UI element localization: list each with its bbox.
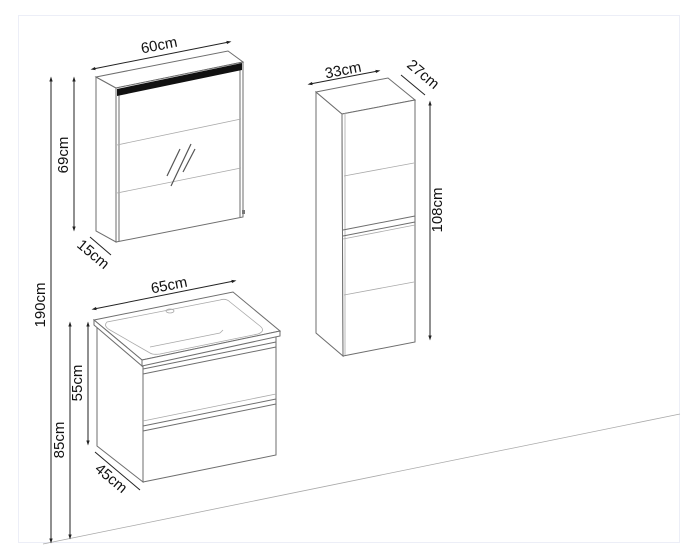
- mirror-cabinet: [94, 50, 245, 243]
- dim-tall-depth: 27cm: [400, 56, 442, 96]
- svg-text:60cm: 60cm: [140, 34, 179, 58]
- vanity-unit: [92, 291, 282, 484]
- svg-text:108cm: 108cm: [429, 187, 446, 232]
- dim-tall-width: 33cm: [307, 59, 381, 86]
- lower-door-divider: [343, 281, 415, 296]
- mirror-divider-bottom: [116, 167, 242, 194]
- dim-total-height: 190cm: [32, 76, 53, 544]
- tall-cabinet: [314, 77, 417, 358]
- dim-vanity-mount-height: 85cm: [51, 321, 72, 540]
- dim-mirror-height: 69cm: [55, 76, 76, 232]
- tall-cabinet-side: [315, 90, 344, 358]
- dim-mirror-depth: 15cm: [73, 236, 112, 273]
- svg-text:65cm: 65cm: [150, 274, 189, 298]
- switch-icon: [242, 210, 245, 214]
- upper-door-divider: [343, 162, 415, 177]
- svg-text:27cm: 27cm: [403, 56, 442, 93]
- mirror-glass-icon: [166, 143, 196, 187]
- svg-text:85cm: 85cm: [51, 422, 68, 459]
- mirror-cabinet-front: [115, 61, 244, 243]
- floor-line: [42, 413, 681, 545]
- dim-tall-height: 108cm: [428, 100, 446, 341]
- mirror-cabinet-side: [95, 76, 117, 243]
- dim-vanity-width: 65cm: [91, 274, 237, 311]
- tall-cabinet-handle[interactable]: [342, 224, 416, 240]
- drawing-frame: [18, 15, 680, 543]
- dim-mirror-width: 60cm: [90, 34, 232, 71]
- dim-vanity-height: 55cm: [69, 321, 90, 446]
- drawer-2-handle[interactable]: [142, 403, 277, 432]
- svg-text:15cm: 15cm: [73, 236, 112, 273]
- mirror-divider-top: [116, 118, 242, 146]
- svg-text:33cm: 33cm: [324, 59, 363, 83]
- drawer-1-handle[interactable]: [142, 346, 277, 375]
- svg-text:190cm: 190cm: [32, 282, 49, 327]
- led-strip: [117, 63, 242, 96]
- svg-text:55cm: 55cm: [69, 365, 86, 402]
- svg-text:69cm: 69cm: [55, 137, 72, 174]
